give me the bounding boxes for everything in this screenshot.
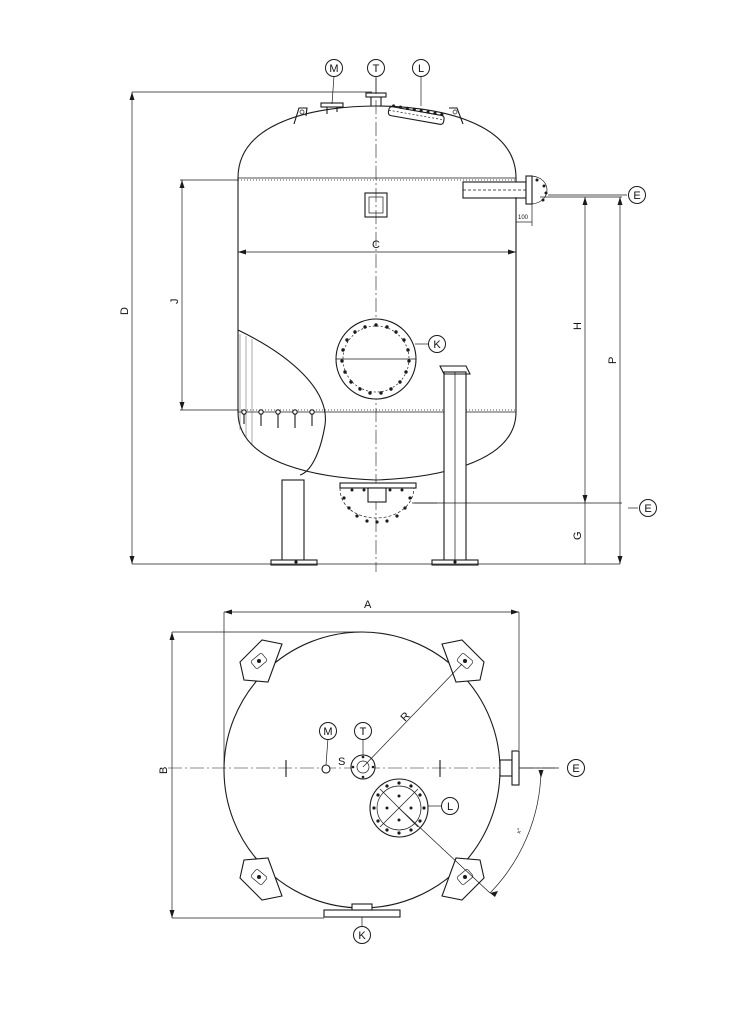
dim-h-arrow-top [582, 197, 588, 205]
callout-k: K [428, 335, 446, 353]
plan-nozzle-t-bore [356, 760, 370, 774]
lifting-lug-left [293, 107, 308, 125]
lateral-nozzles [241, 409, 315, 428]
callout-e-top-text: E [633, 190, 640, 202]
bottom-flange [339, 482, 417, 489]
dim-h-label: H [572, 322, 584, 330]
callout-e-top: E [628, 186, 646, 204]
callout-t: T [367, 59, 385, 77]
t-bolt [361, 775, 365, 779]
dim-100-text: 100 [518, 215, 529, 221]
callout-k-text: K [433, 339, 441, 351]
dim-a-arrow-left [224, 609, 232, 615]
dim-s-label: S [338, 756, 345, 768]
plan-leg-bottom-left [239, 857, 283, 901]
plan-callout-l-text: L [447, 801, 453, 813]
callout-e-bottom-text: E [644, 503, 651, 515]
angle-arc [489, 769, 542, 894]
plan-view: S R [158, 599, 585, 944]
dim-j-arrow-top [179, 180, 185, 188]
plan-callout-m-text: M [323, 726, 332, 738]
plan-callout-k: K [353, 926, 371, 944]
leader-m [331, 75, 335, 105]
leg-left-anchor [294, 560, 298, 564]
dim-p-label: P [607, 357, 619, 364]
plan-nozzle-e-pipe [499, 759, 513, 777]
callout-l: L [412, 59, 430, 77]
dim-b-arrow-bottom [169, 910, 175, 918]
dim-j-label: J [169, 299, 181, 305]
e-bolt [542, 184, 546, 188]
callout-e-bottom: E [639, 499, 657, 517]
plan-callout-l: L [441, 797, 459, 815]
plan-callout-e: E [567, 759, 585, 777]
vessel-shell [237, 105, 517, 481]
dim-r-line [362, 663, 463, 768]
plan-manhole-k-neck [351, 903, 373, 911]
lug-hole-right [452, 109, 458, 115]
angle-note: x° [516, 827, 524, 835]
side-nozzle-e-flange [525, 175, 533, 205]
bottom-dish-inner [339, 487, 415, 519]
plan-leg-top-right [441, 639, 485, 683]
callout-t-text: T [373, 63, 380, 75]
leg-right-anchor [453, 560, 457, 564]
bottom-bolts [342, 488, 412, 524]
sight-glass-inner [368, 196, 384, 214]
manhole-k-front [335, 318, 417, 400]
plan-leg-top-left [239, 639, 283, 683]
callout-l-text: L [418, 63, 424, 75]
angle-arrow-top [538, 770, 544, 778]
e-bolt [535, 178, 539, 182]
dim-p-arrow-top [617, 197, 623, 205]
dim-p-arrow-bottom [617, 556, 623, 564]
plan-callout-e-text: E [572, 763, 579, 775]
dim-j-arrow-bottom [179, 402, 185, 410]
dim-c-arrow-left [238, 249, 246, 255]
plan-nozzle-e-flange [511, 750, 520, 786]
bottom-nozzle [367, 487, 387, 503]
manhole-l-top [387, 104, 445, 125]
dim-c-arrow-right [508, 249, 516, 255]
dim-g-label: G [572, 531, 584, 540]
dim-a-label: A [364, 599, 372, 611]
dim-a-arrow-right [511, 609, 519, 615]
e-bolt [544, 191, 548, 195]
support-leg-left [281, 479, 305, 565]
e-bolt [541, 198, 545, 202]
cutaway-edge [237, 329, 326, 476]
angle-arrow-bottom [490, 891, 498, 897]
plan-callout-t-text: T [360, 726, 367, 738]
t-bolt [351, 765, 355, 769]
plan-diagonal-leg [398, 807, 491, 894]
elevation-view: 100 C [119, 59, 657, 572]
callout-m: M [325, 59, 343, 77]
side-nozzle-e-blind [531, 175, 548, 205]
plan-callout-m: M [319, 722, 337, 740]
leader-plan-m [325, 737, 329, 766]
lug-hole-left [299, 109, 305, 115]
leg-left-baseplate [270, 559, 318, 566]
lifting-lug-right [449, 107, 464, 125]
plan-nozzle-m [321, 764, 331, 774]
plan-manhole-k-flange [323, 909, 401, 918]
dim-h-arrow-bottom [582, 495, 588, 503]
plan-callout-t: T [354, 722, 372, 740]
dim-d-arrow-bottom [129, 556, 135, 564]
dim-d-label: D [119, 307, 131, 315]
t-bolt [371, 765, 375, 769]
callout-m-text: M [329, 63, 338, 75]
sight-glass [364, 192, 388, 218]
dim-b-label: B [158, 767, 170, 774]
plan-leg-bottom-right [441, 857, 485, 901]
dim-d-arrow-top [129, 92, 135, 100]
t-bolt [361, 755, 365, 759]
dim-r-label: R [399, 710, 413, 724]
cutaway-hatch [239, 334, 253, 444]
plan-callout-k-text: K [358, 930, 366, 942]
dim-c-label: C [372, 239, 380, 251]
dim-b-arrow-top [169, 632, 175, 640]
leg-right-pad [439, 365, 471, 375]
